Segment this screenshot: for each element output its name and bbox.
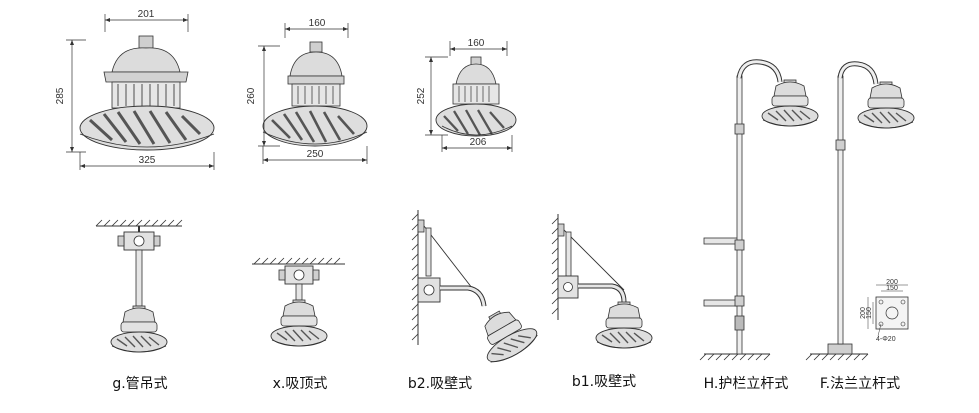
lamp1-height: 285 — [55, 87, 66, 104]
caption-b1: b1.吸壁式 — [572, 374, 636, 390]
lamp-drawing-3: 160 252 206 — [416, 38, 517, 152]
flange-outer-height: 200 — [860, 307, 867, 319]
flange-outer-width: 200 — [886, 279, 898, 286]
mount-g-pipe-pendant: g.管吊式 — [95, 219, 183, 392]
lamp1-bottom-width: 325 — [139, 155, 156, 166]
lamp3-top-width: 160 — [468, 38, 485, 49]
mount-f-flange-pole: 200 150 200 150 4-Φ20 F.法兰立杆式 — [805, 61, 915, 392]
mount-h-guardrail-pole: H.护栏立杆式 — [699, 59, 819, 392]
mount-b2-wall: b2.吸壁式 — [408, 210, 542, 392]
lamp3-height: 252 — [416, 87, 427, 104]
flange-holes: 4-Φ20 — [876, 336, 896, 343]
caption-x: x.吸顶式 — [273, 376, 328, 392]
caption-g: g.管吊式 — [112, 376, 167, 392]
lamp1-top-width: 201 — [138, 9, 155, 20]
lamp2-top-width: 160 — [309, 18, 326, 29]
flange-plate-detail: 200 150 200 150 4-Φ20 — [860, 279, 909, 343]
lamp-drawing-2: 160 260 250 — [246, 18, 368, 164]
flange-inner-width: 150 — [886, 285, 898, 292]
mount-x-ceiling: x.吸顶式 — [252, 257, 345, 392]
caption-b2: b2.吸壁式 — [408, 376, 472, 392]
lamp-drawing-1: 201 285 325 — [55, 9, 215, 170]
mount-b1-wall: b1.吸壁式 — [551, 214, 653, 390]
lamp3-bottom-width: 206 — [470, 137, 487, 148]
lamp2-bottom-width: 250 — [307, 149, 324, 160]
caption-h: H.护栏立杆式 — [704, 376, 789, 392]
caption-f: F.法兰立杆式 — [820, 376, 900, 392]
lamp2-height: 260 — [246, 87, 257, 104]
flange-inner-height: 150 — [866, 307, 873, 319]
